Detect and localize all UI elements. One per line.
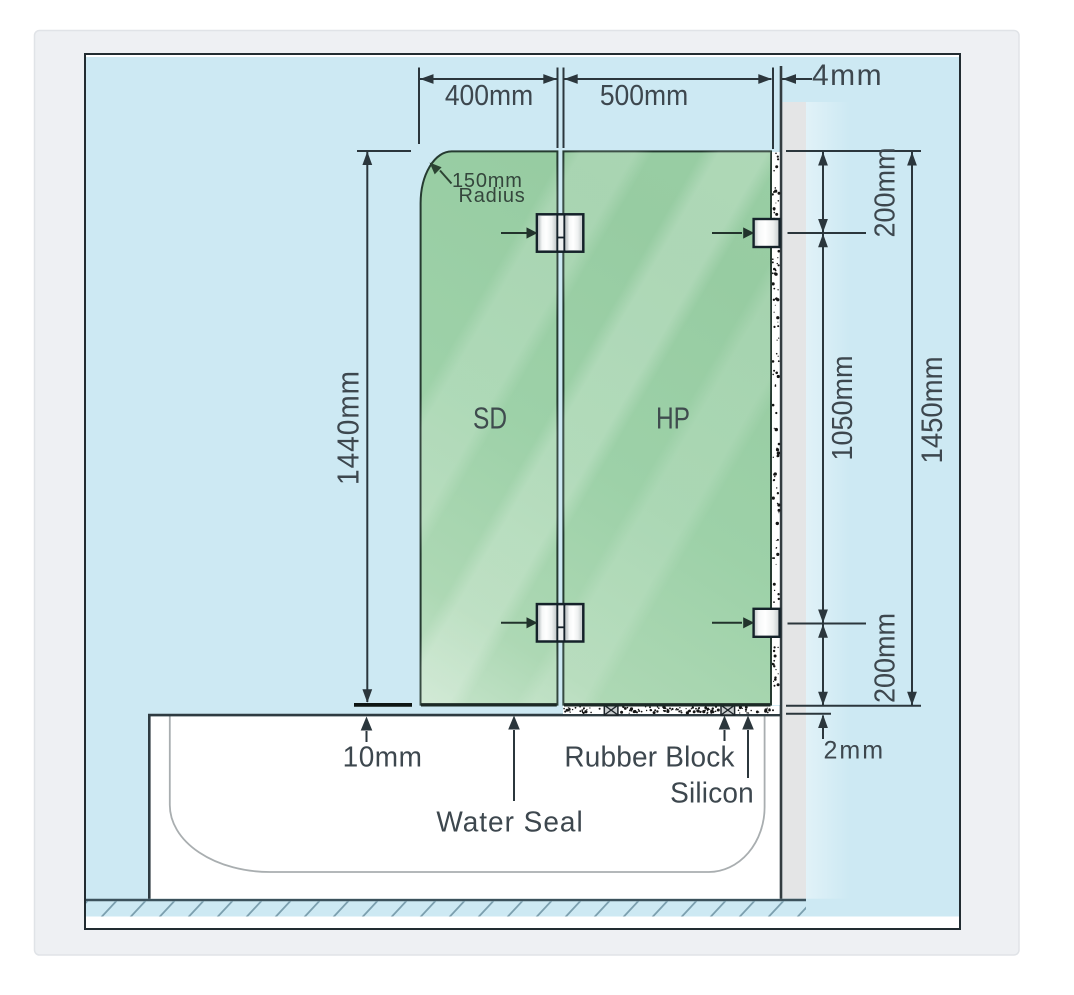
svg-text:500mm: 500mm bbox=[600, 79, 688, 111]
svg-text:400mm: 400mm bbox=[445, 79, 533, 111]
svg-text:SD: SD bbox=[473, 401, 507, 435]
svg-text:1050mm: 1050mm bbox=[826, 355, 858, 460]
svg-text:Rubber Block: Rubber Block bbox=[564, 741, 735, 774]
svg-text:200mm: 200mm bbox=[869, 613, 901, 703]
svg-text:1440mm: 1440mm bbox=[333, 370, 366, 485]
svg-text:HP: HP bbox=[656, 401, 690, 435]
svg-text:Radius: Radius bbox=[459, 185, 526, 207]
svg-text:150mm: 150mm bbox=[452, 170, 523, 192]
svg-text:4mm: 4mm bbox=[812, 59, 883, 92]
svg-text:Water Seal: Water Seal bbox=[436, 806, 583, 839]
svg-text:200mm: 200mm bbox=[869, 147, 901, 237]
svg-text:2mm: 2mm bbox=[824, 737, 886, 765]
svg-text:10mm: 10mm bbox=[343, 741, 423, 774]
svg-text:1450mm: 1450mm bbox=[916, 357, 949, 464]
svg-text:Silicon: Silicon bbox=[670, 777, 754, 810]
